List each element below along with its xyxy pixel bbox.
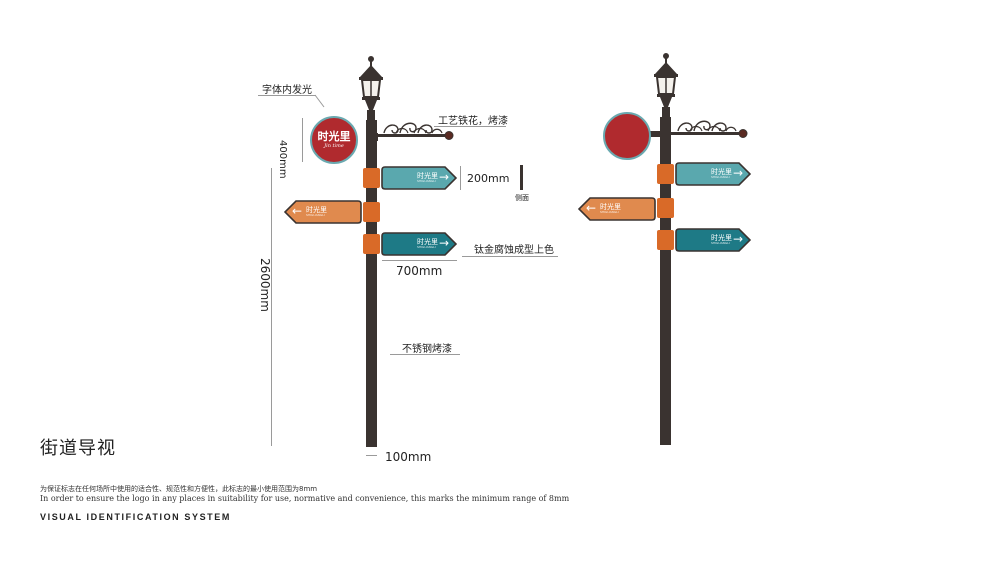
direction-sign-right: 时光里 SHIGUANGLI → [381, 232, 457, 256]
circle-logo-script: Jin time [324, 143, 344, 149]
annotation-side-view: 侧面 [515, 194, 529, 202]
direction-sign-right: 时光里 SHIGUANGLI → [381, 166, 457, 190]
dimension-pole-width: 100mm [385, 450, 432, 464]
sign-collar [363, 202, 380, 222]
arrow-right-icon: → [733, 232, 744, 246]
section-title: 街道导视 [40, 438, 116, 459]
sign-sublabel: SHIGUANGLI [711, 175, 730, 179]
arrow-left-icon: ← [292, 204, 303, 218]
sign-collar [657, 198, 674, 218]
arrow-left-icon: ← [586, 201, 597, 215]
arrow-right-icon: → [439, 170, 450, 184]
circle-logo-text: 时光里 [317, 130, 351, 143]
dimension-circle-height: 400mm [277, 140, 288, 179]
sign-label: 时光里 [711, 168, 732, 176]
annotation-underline [434, 126, 506, 127]
direction-sign-right: 时光里 SHIGUANGLI → [675, 162, 751, 186]
sign-sublabel: SHIGUANGLI [306, 213, 325, 217]
direction-sign-left: ← 时光里 SHIGUANGLI [578, 197, 656, 221]
dimension-sign-height: 200mm [467, 172, 510, 185]
sign-collar [657, 164, 674, 184]
side-view-bar [520, 165, 523, 190]
sign-collar [363, 168, 380, 188]
footer-note-en: In order to ensure the logo in any place… [40, 494, 570, 503]
iron-scroll-arm [670, 120, 748, 138]
footer-vis-label: VISUAL IDENTIFICATION SYSTEM [40, 512, 231, 522]
annotation-iron-art: 工艺铁花，烤漆 [438, 116, 508, 127]
annotation-stainless: 不锈钢烤漆 [402, 344, 452, 355]
iron-scroll-arm [376, 122, 454, 140]
arrow-right-icon: → [733, 166, 744, 180]
annotation-titanium: 钛金腐蚀成型上色 [474, 245, 554, 256]
sign-sublabel: SHIGUANGLI [417, 179, 436, 183]
sign-label: 时光里 [417, 238, 438, 246]
circle-logo-sign: 时光里 Jin time [310, 116, 358, 164]
sign-collar [657, 230, 674, 250]
circle-sign-blank [603, 112, 651, 160]
arrow-right-icon: → [439, 236, 450, 250]
sign-label: 时光里 [417, 172, 438, 180]
footer-note-cn: 为保证标志在任何场所中使用的适合性、规范性和方便性，此标志的最小使用范围为8mm [40, 485, 318, 493]
sign-collar [363, 234, 380, 254]
pole [366, 120, 377, 447]
annotation-underline [462, 256, 558, 257]
annotation-underline [258, 95, 316, 96]
sign-label: 时光里 [711, 234, 732, 242]
dimension-pole-height: 2600mm [258, 258, 272, 312]
sign-sublabel: SHIGUANGLI [600, 210, 619, 214]
lantern-icon [654, 53, 678, 122]
sign-sublabel: SHIGUANGLI [417, 245, 436, 249]
pole [660, 117, 671, 445]
sign-label: 时光里 [600, 203, 621, 211]
dimension-sign-width: 700mm [396, 264, 443, 278]
direction-sign-left: ← 时光里 SHIGUANGLI [284, 200, 362, 224]
leader-line [314, 94, 325, 108]
sign-label: 时光里 [306, 206, 327, 214]
sign-sublabel: SHIGUANGLI [711, 241, 730, 245]
lantern-icon [359, 56, 383, 125]
annotation-glow-text: 字体内发光 [262, 85, 312, 96]
direction-sign-right: 时光里 SHIGUANGLI → [675, 228, 751, 252]
annotation-underline [390, 354, 460, 355]
